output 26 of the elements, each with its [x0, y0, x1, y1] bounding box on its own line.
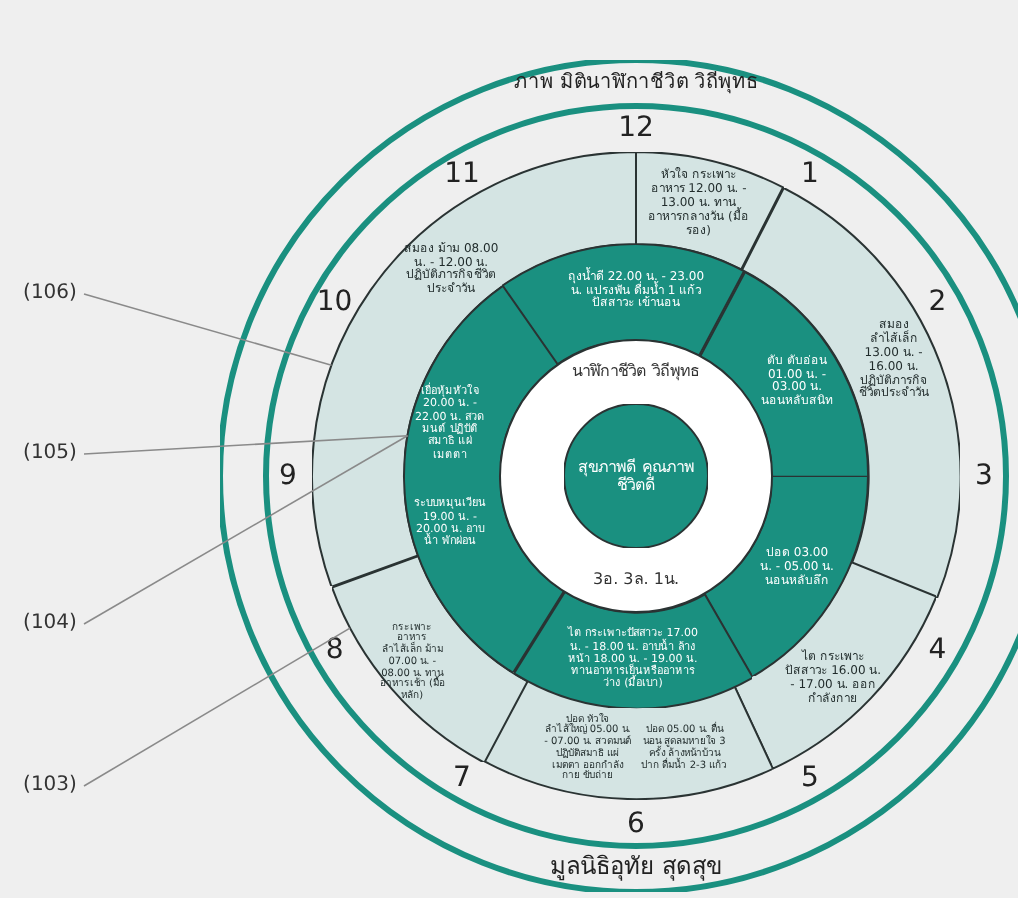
- hour-number: 7: [451, 761, 473, 794]
- segment-text: มูลนิธิอุทัย สุดสุข: [548, 850, 724, 885]
- hour-number: 9: [277, 460, 299, 492]
- segment-text: ภาพ มิตินาฬิกาชีวิต วิถีพุทธ: [511, 70, 761, 98]
- hour-number: 3: [973, 460, 995, 492]
- title-ring: [220, 60, 1018, 892]
- hour-number: 12: [616, 112, 656, 144]
- hour-number: 6: [625, 808, 647, 840]
- hour-number: 5: [799, 761, 821, 794]
- callout-number: (104): [21, 610, 79, 638]
- leader-line: [83, 434, 409, 455]
- hour-number: 8: [323, 634, 346, 666]
- segment-text: สุขภาพดี คุณภาพชีวิตดี: [576, 455, 696, 498]
- hour-number: 1: [799, 158, 821, 191]
- leader-line: [83, 627, 351, 787]
- callout-number: (105): [21, 440, 79, 468]
- leader-line: [83, 293, 333, 366]
- segment-text: นาฬิกาชีวิต วิถีพุทธ: [570, 360, 702, 384]
- hour-number: 11: [442, 158, 482, 191]
- callout-number: (106): [21, 280, 79, 308]
- hour-number: 10: [314, 286, 355, 318]
- hour-number: 4: [926, 634, 949, 666]
- segment-text: 3อ. 3ล. 1น.: [591, 568, 681, 592]
- callout-number: (103): [21, 772, 79, 800]
- leader-line: [83, 434, 409, 625]
- hour-number: 2: [926, 286, 949, 318]
